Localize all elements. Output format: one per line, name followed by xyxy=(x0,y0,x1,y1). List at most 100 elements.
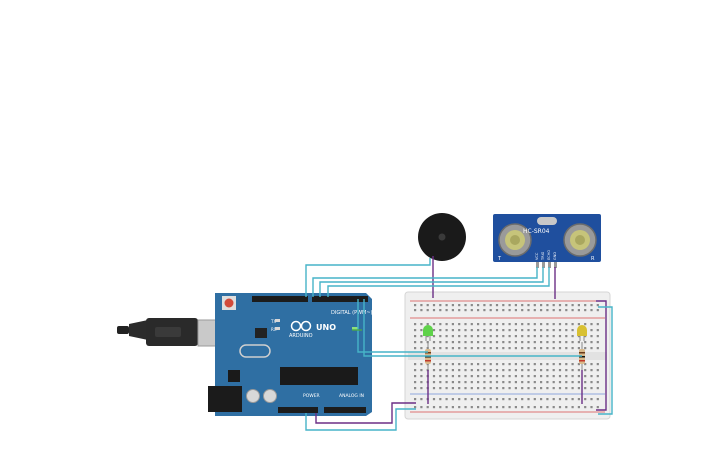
breadboard-hole[interactable] xyxy=(514,341,517,344)
sensor-trig-wire[interactable] xyxy=(319,267,544,297)
breadboard-hole[interactable] xyxy=(489,341,492,344)
breadboard-hole[interactable] xyxy=(489,347,492,350)
breadboard-hole[interactable] xyxy=(514,375,517,378)
breadboard-hole[interactable] xyxy=(414,369,417,372)
breadboard-hole[interactable] xyxy=(470,309,473,312)
breadboard-hole[interactable] xyxy=(470,335,473,338)
breadboard-hole[interactable] xyxy=(470,406,473,409)
breadboard-hole[interactable] xyxy=(596,341,599,344)
breadboard-hole[interactable] xyxy=(458,323,461,326)
breadboard-hole[interactable] xyxy=(420,398,423,401)
breadboard-hole[interactable] xyxy=(533,363,536,366)
breadboard-hole[interactable] xyxy=(540,329,543,332)
breadboard-hole[interactable] xyxy=(546,329,549,332)
breadboard-hole[interactable] xyxy=(596,363,599,366)
green-led-signal-wire[interactable] xyxy=(357,299,428,353)
breadboard-hole[interactable] xyxy=(483,323,486,326)
breadboard-hole[interactable] xyxy=(458,347,461,350)
breadboard-hole[interactable] xyxy=(590,341,593,344)
breadboard-hole[interactable] xyxy=(495,369,499,372)
breadboard-hole[interactable] xyxy=(432,363,436,366)
breadboard-hole[interactable] xyxy=(477,363,480,366)
breadboard-hole[interactable] xyxy=(540,304,543,307)
breadboard-hole[interactable] xyxy=(502,398,505,401)
breadboard-hole[interactable] xyxy=(533,323,536,326)
breadboard-hole[interactable] xyxy=(552,369,555,372)
breadboard-hole[interactable] xyxy=(558,335,562,338)
breadboard-hole[interactable] xyxy=(439,406,442,409)
breadboard-hole[interactable] xyxy=(521,304,524,307)
breadboard-hole[interactable] xyxy=(546,304,549,307)
breadboard-hole[interactable] xyxy=(514,335,517,338)
breadboard-hole[interactable] xyxy=(458,341,461,344)
breadboard-hole[interactable] xyxy=(577,375,580,378)
breadboard-hole[interactable] xyxy=(502,323,505,326)
breadboard-hole[interactable] xyxy=(596,369,599,372)
breadboard-hole[interactable] xyxy=(414,381,417,384)
breadboard-hole[interactable] xyxy=(495,309,499,312)
breadboard-hole[interactable] xyxy=(439,363,442,366)
breadboard-hole[interactable] xyxy=(477,369,480,372)
breadboard-hole[interactable] xyxy=(477,406,480,409)
breadboard-hole[interactable] xyxy=(502,363,505,366)
breadboard-hole[interactable] xyxy=(489,304,492,307)
breadboard-hole[interactable] xyxy=(546,381,549,384)
breadboard-hole[interactable] xyxy=(558,323,562,326)
breadboard-hole[interactable] xyxy=(521,387,524,390)
breadboard-hole[interactable] xyxy=(445,387,448,390)
breadboard-hole[interactable] xyxy=(489,381,492,384)
breadboard-hole[interactable] xyxy=(590,363,593,366)
breadboard-hole[interactable] xyxy=(426,309,429,312)
breadboard-hole[interactable] xyxy=(533,347,536,350)
breadboard-hole[interactable] xyxy=(571,387,574,390)
breadboard-hole[interactable] xyxy=(489,309,492,312)
breadboard-hole[interactable] xyxy=(502,341,505,344)
breadboard-hole[interactable] xyxy=(577,323,580,326)
breadboard-hole[interactable] xyxy=(432,347,436,350)
breadboard-hole[interactable] xyxy=(458,309,461,312)
breadboard-hole[interactable] xyxy=(533,335,536,338)
breadboard-hole[interactable] xyxy=(426,335,429,338)
breadboard-hole[interactable] xyxy=(533,369,536,372)
breadboard-hole[interactable] xyxy=(439,335,442,338)
breadboard-hole[interactable] xyxy=(571,406,574,409)
breadboard-hole[interactable] xyxy=(508,347,511,350)
breadboard-hole[interactable] xyxy=(414,329,417,332)
breadboard-hole[interactable] xyxy=(533,381,536,384)
breadboard-hole[interactable] xyxy=(508,323,511,326)
breadboard-hole[interactable] xyxy=(565,363,568,366)
breadboard-hole[interactable] xyxy=(445,323,448,326)
breadboard-hole[interactable] xyxy=(464,329,467,332)
breadboard-hole[interactable] xyxy=(495,341,499,344)
breadboard-hole[interactable] xyxy=(420,309,423,312)
breadboard-hole[interactable] xyxy=(432,406,436,409)
breadboard-hole[interactable] xyxy=(470,323,473,326)
breadboard-hole[interactable] xyxy=(502,347,505,350)
breadboard-hole[interactable] xyxy=(477,398,480,401)
breadboard-hole[interactable] xyxy=(596,406,599,409)
breadboard-hole[interactable] xyxy=(552,341,555,344)
breadboard-hole[interactable] xyxy=(546,387,549,390)
breadboard-hole[interactable] xyxy=(445,398,448,401)
breadboard-hole[interactable] xyxy=(527,398,530,401)
breadboard-hole[interactable] xyxy=(458,335,461,338)
breadboard-hole[interactable] xyxy=(458,363,461,366)
breadboard-hole[interactable] xyxy=(521,363,524,366)
breadboard-hole[interactable] xyxy=(590,304,593,307)
sensor-vcc-wire[interactable] xyxy=(312,267,538,297)
breadboard-hole[interactable] xyxy=(590,335,593,338)
breadboard-hole[interactable] xyxy=(546,347,549,350)
breadboard-hole[interactable] xyxy=(514,329,517,332)
breadboard-hole[interactable] xyxy=(489,369,492,372)
breadboard-hole[interactable] xyxy=(420,347,423,350)
breadboard-hole[interactable] xyxy=(495,323,499,326)
breadboard-hole[interactable] xyxy=(508,304,511,307)
breadboard-hole[interactable] xyxy=(577,387,580,390)
breadboard-hole[interactable] xyxy=(508,309,511,312)
breadboard-hole[interactable] xyxy=(502,387,505,390)
breadboard-hole[interactable] xyxy=(495,375,499,378)
breadboard-hole[interactable] xyxy=(483,347,486,350)
breadboard-hole[interactable] xyxy=(584,309,587,312)
breadboard-hole[interactable] xyxy=(458,304,461,307)
